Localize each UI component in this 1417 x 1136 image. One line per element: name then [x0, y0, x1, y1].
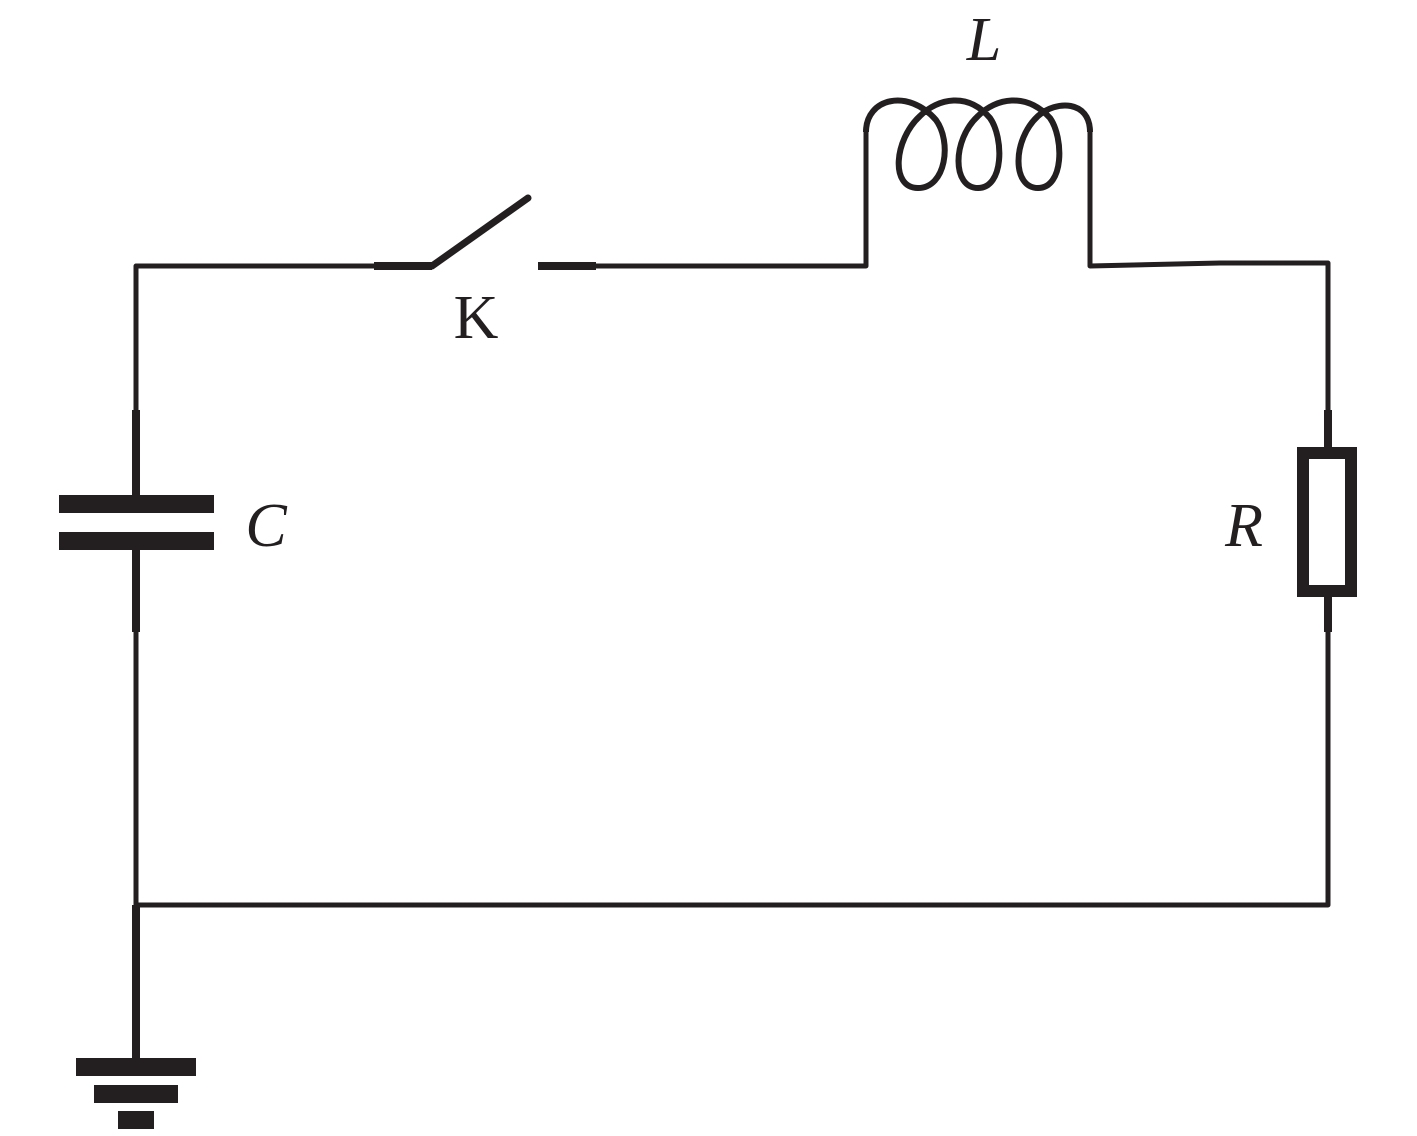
top-right-wire [1087, 129, 1331, 415]
inductor-label: L [966, 6, 1001, 74]
ground-symbol [76, 905, 196, 1129]
resistor-body [1297, 447, 1357, 597]
capacitor-label: C [245, 492, 287, 560]
capacitor-top-plate [59, 495, 214, 513]
switch-k: K [374, 194, 596, 352]
resistor-r: R [1224, 410, 1357, 632]
inductor-l: L [863, 6, 1093, 191]
top-middle-wire [593, 129, 869, 269]
resistor-label: R [1224, 492, 1263, 560]
capacitor-c: C [59, 410, 287, 632]
switch-label: K [454, 284, 499, 352]
top-left-wire [133, 263, 379, 415]
left-wire [133, 629, 1331, 908]
capacitor-bottom-plate [59, 532, 214, 550]
